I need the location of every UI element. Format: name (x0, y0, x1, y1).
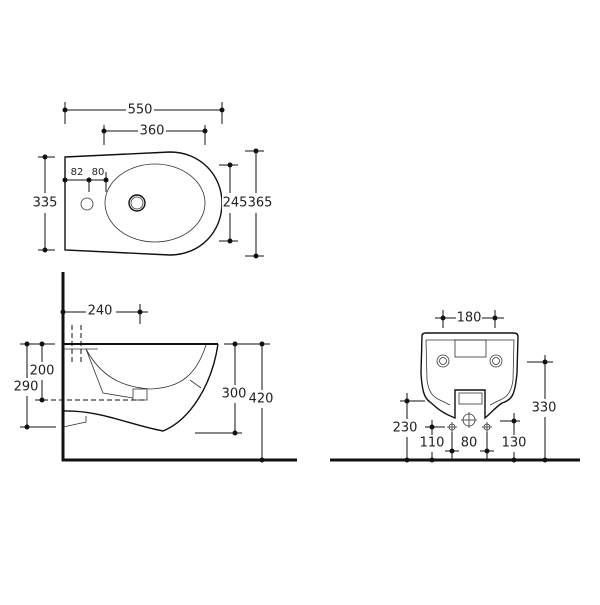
dim-label: 80 (461, 436, 478, 451)
dim-fixing-spacing: 180 (435, 310, 504, 328)
bidet-outline-top (64, 151, 223, 256)
dim-bowl-length: 360 (101, 123, 208, 145)
dim-label: 200 (30, 364, 55, 379)
bowl-profile-side (63, 344, 207, 399)
dim-supply-spacing: 80 (445, 432, 494, 460)
dim-bowl-height: 300 (195, 341, 270, 436)
dim-label: 365 (248, 196, 273, 211)
dim-bracket-height: 290 (14, 341, 56, 430)
bidet-profile-side (62, 343, 219, 432)
dim-label: 290 (14, 380, 39, 395)
dim-label: 550 (128, 103, 153, 118)
bowl-inner-oval (104, 163, 206, 243)
dim-width-left: 335 (31, 154, 59, 253)
dim-overall-width: 365 (245, 148, 273, 259)
bidet-outline-back (420, 332, 519, 420)
fixing-hole-left (436, 354, 450, 368)
dim-label: 420 (249, 392, 274, 407)
dim-label: 130 (502, 436, 527, 451)
fixing-plate (454, 339, 487, 358)
side-view: 240 200 290 300 420 (14, 272, 297, 463)
dim-label: 300 (222, 387, 247, 402)
dim-label: 240 (88, 304, 113, 319)
dim-label: 80 (92, 167, 105, 178)
drain-hole (128, 194, 146, 212)
dim-bowl-width: 245 (219, 162, 248, 244)
front-view: 180 330 230 110 80 (330, 310, 580, 463)
dim-tap-offsets: 82 80 (62, 167, 109, 192)
top-view: 550 360 335 82 80 245 (31, 102, 272, 259)
dim-rim-height: 420 (248, 341, 276, 463)
dim-label: 360 (140, 124, 165, 139)
dim-label: 180 (457, 311, 482, 326)
dim-drain-height: 200 (20, 341, 55, 403)
dim-overall-length: 550 (62, 102, 225, 124)
dim-depth-to-drain: 240 (60, 303, 148, 324)
dim-label: 110 (420, 436, 445, 451)
dim-fixing-height: 330 (527, 355, 558, 463)
dim-label: 245 (223, 196, 248, 211)
fixing-hole-right (489, 354, 503, 368)
dim-waste-height: 230 (392, 393, 425, 463)
dim-label: 230 (393, 421, 418, 436)
dim-label: 82 (71, 167, 84, 178)
dim-supply-height: 130 (500, 413, 528, 463)
dim-supply-left: 110 (419, 420, 445, 463)
tap-hole (80, 197, 94, 211)
dim-label: 330 (532, 401, 557, 416)
dim-label: 335 (33, 196, 58, 211)
